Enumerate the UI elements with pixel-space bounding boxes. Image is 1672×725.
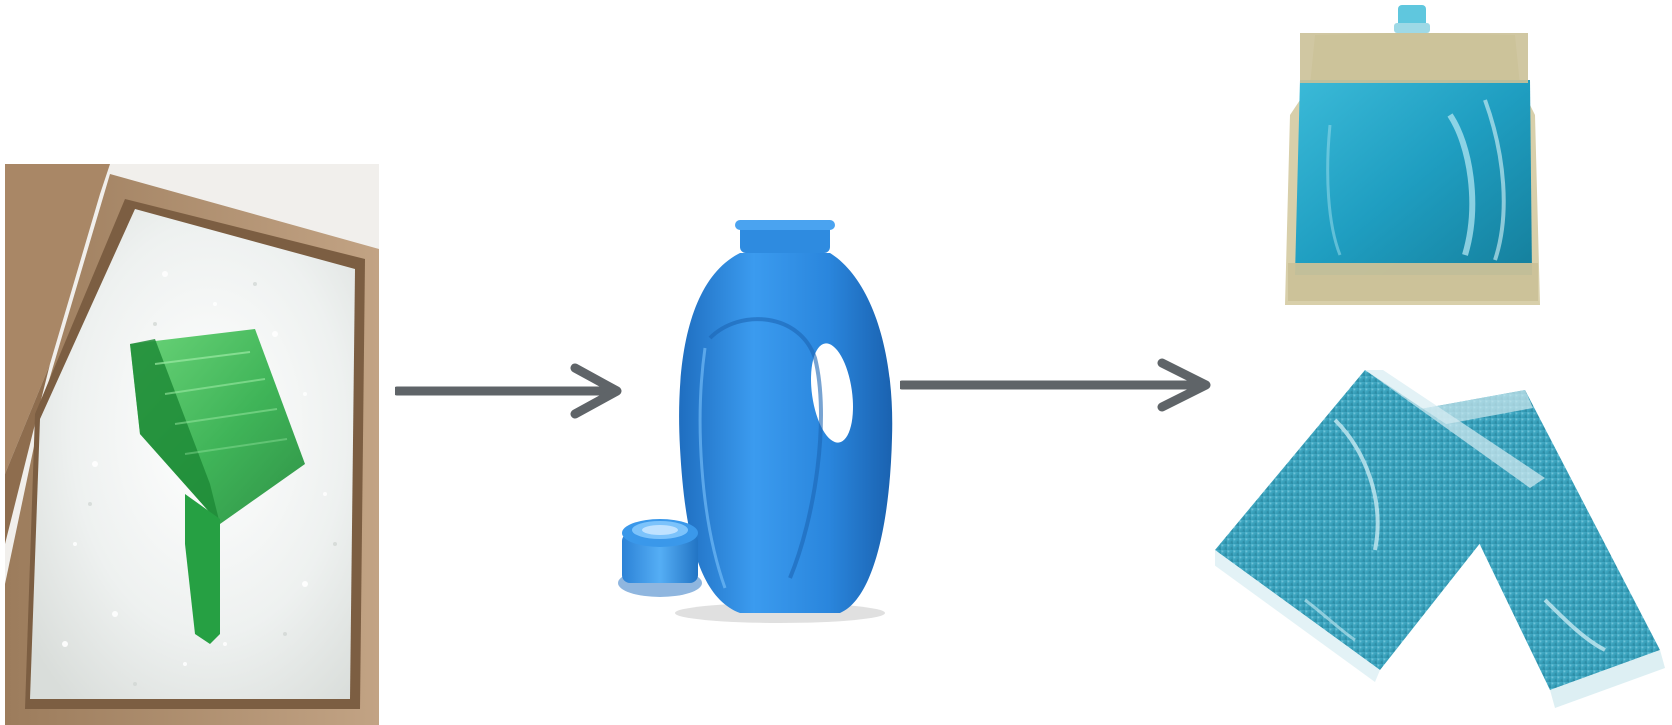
arrow-right-icon xyxy=(900,355,1215,415)
cap xyxy=(618,519,702,597)
detergent-bottle-image xyxy=(600,218,900,638)
spout-pouch-image xyxy=(1270,5,1580,320)
sealed-bags-image xyxy=(1215,370,1667,720)
powder-detergent-box-image xyxy=(5,164,379,725)
arrow-right-icon xyxy=(395,360,625,420)
